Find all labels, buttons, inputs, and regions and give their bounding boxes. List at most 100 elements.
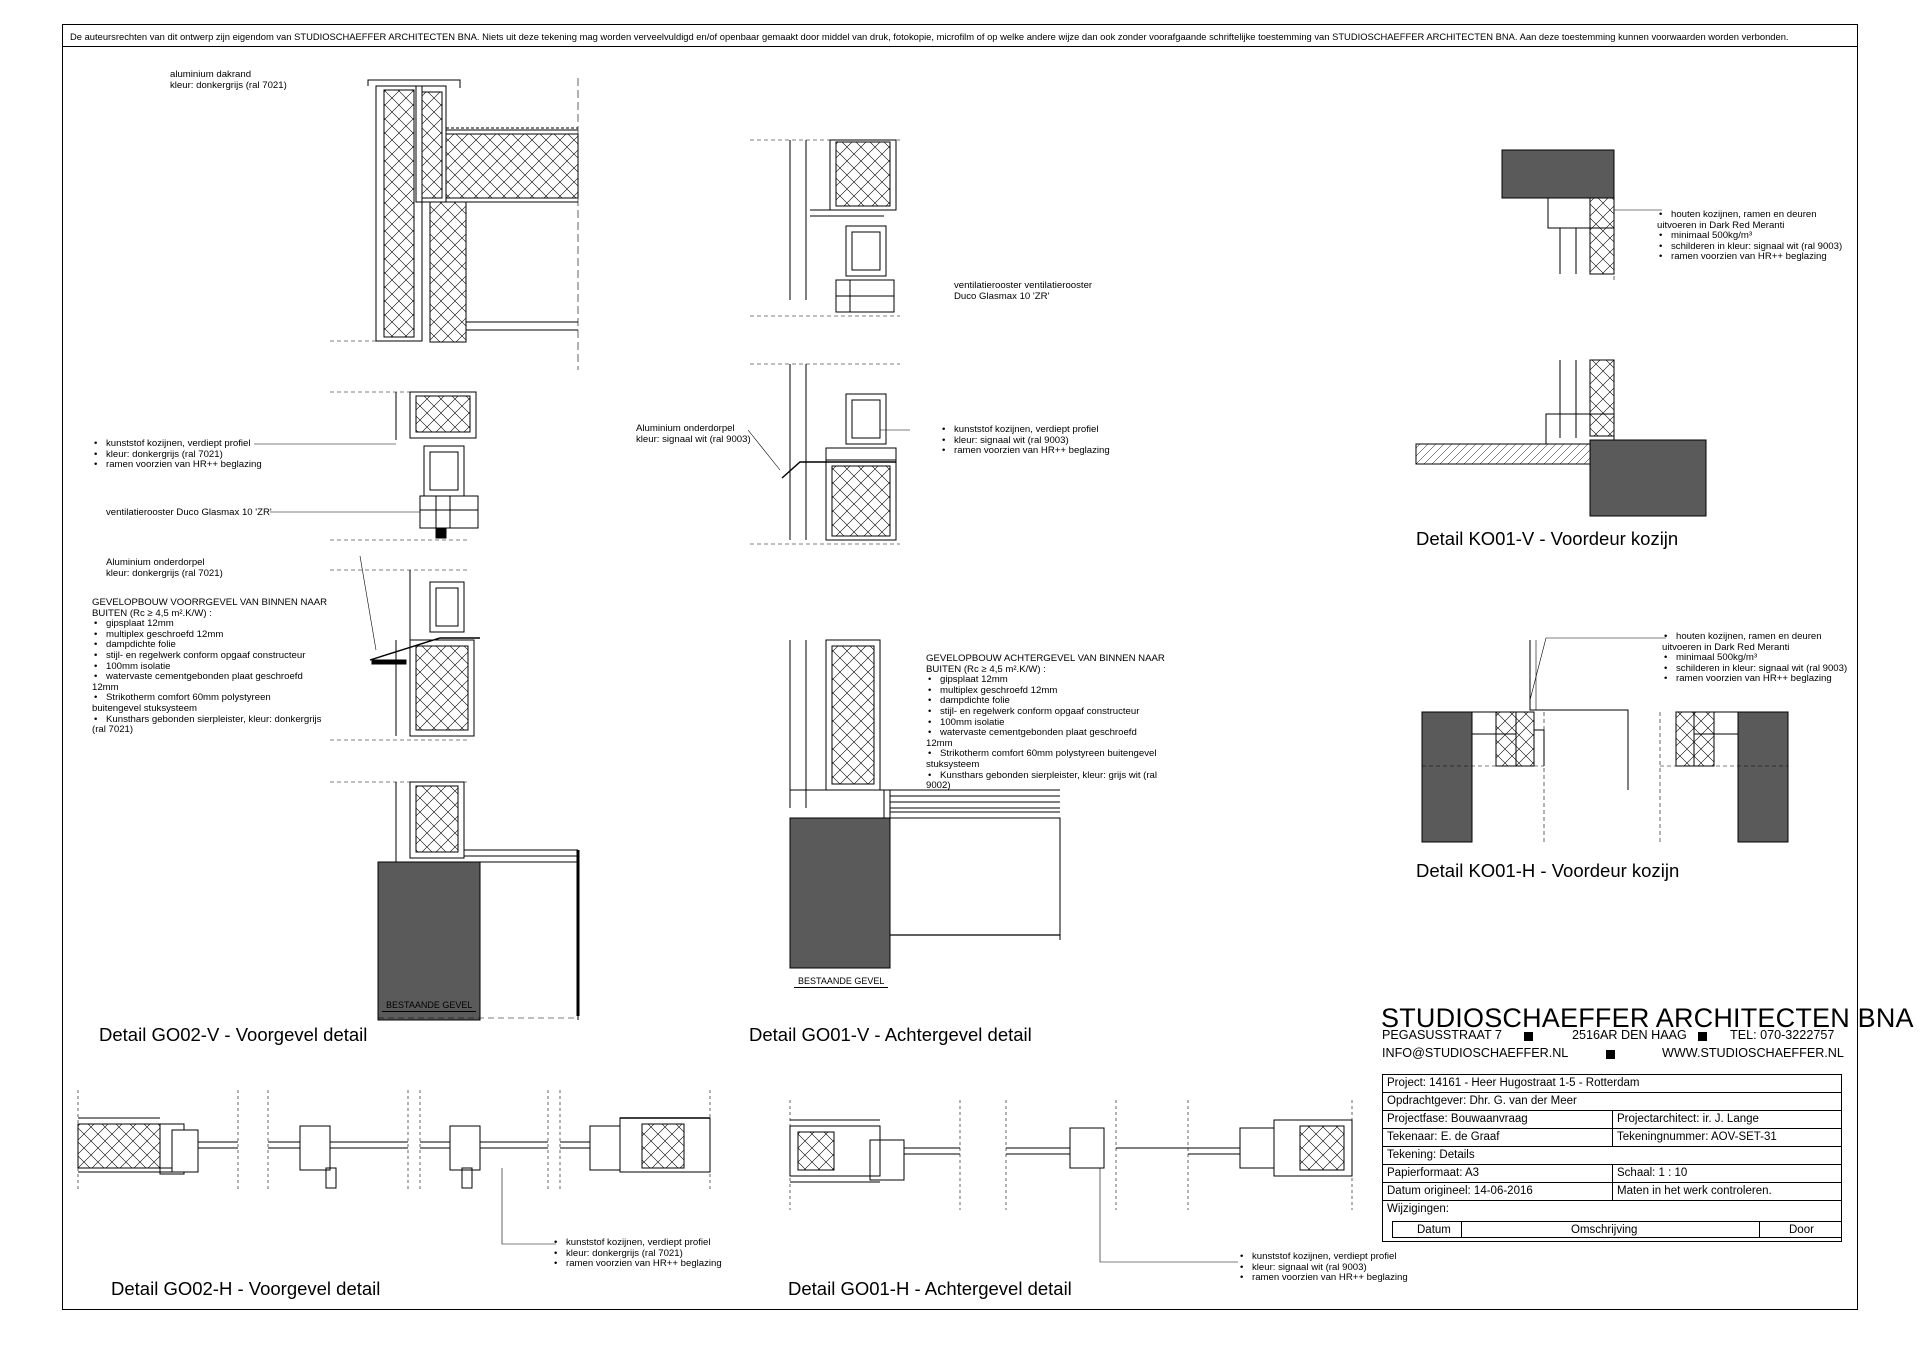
tb-row-wijzigingen: Wijzigingen:: [1382, 1200, 1842, 1218]
note-go01v-rooster: ventilatierooster ventilatierooster Duco…: [954, 280, 1093, 302]
section-go02v-top: [330, 78, 579, 370]
note-item: kunststof kozijnen, verdiept profiel: [92, 438, 262, 450]
note-line: Duco Glasmax 10 'ZR': [954, 290, 1050, 302]
note-item: kleur: donkergrijs (ral 7021): [552, 1248, 722, 1260]
title-ko01v: Detail KO01-V - Voordeur kozijn: [1416, 528, 1679, 549]
note-item: minimaal 500kg/m³: [1662, 653, 1862, 664]
note-item: ramen voorzien van HR++ beglazing: [1238, 1273, 1408, 1284]
note-item: houten kozijnen, ramen en deuren uitvoer…: [1662, 631, 1862, 653]
col-omschrijving: Omschrijving: [1571, 1224, 1638, 1236]
note-item: Kunsthars gebonden sierpleister, kleur: …: [92, 714, 322, 736]
section-go01h: [789, 1100, 1353, 1263]
note-item: ramen voorzien van HR++ beglazing: [940, 446, 1110, 457]
note-heading: BUITEN (Rc ≥ 4,5 m².K/W) :: [926, 663, 1046, 675]
tb-schaal: Schaal: 1 : 10: [1617, 1167, 1688, 1179]
note-item: ramen voorzien van HR++ beglazing: [92, 460, 262, 471]
note-item: multiplex geschroefd 12mm: [92, 629, 322, 641]
note-line: ventilatierooster ventilatierooster: [954, 280, 1093, 291]
note-item: Strikotherm comfort 60mm polystyreen bui…: [92, 692, 322, 714]
tag-bestaande-gevel-go02v: BESTAANDE GEVEL: [382, 1000, 477, 1012]
note-item: kleur: signaal wit (ral 9003): [1238, 1262, 1408, 1274]
tb-tekeningnummer: Tekeningnummer: AOV-SET-31: [1617, 1131, 1777, 1143]
note-line: Aluminium onderdorpel: [106, 557, 205, 568]
note-item: kunststof kozijnen, verdiept profiel: [1238, 1251, 1408, 1263]
note-go02v-rooster: ventilatierooster Duco Glasmax 10 'ZR': [106, 507, 272, 518]
firm-email: INFO@STUDIOSCHAEFFER.NL: [1382, 1046, 1569, 1060]
note-item: dampdichte folie: [926, 696, 1166, 707]
note-item: ramen voorzien van HR++ beglazing: [1662, 674, 1862, 685]
note-heading: GEVELOPBOUW ACHTERGEVEL VAN BINNEN NAAR: [926, 653, 1165, 664]
section-ko01h: [1421, 640, 1789, 843]
title-go01h: Detail GO01-H - Achtergevel detail: [788, 1278, 1072, 1299]
note-item: kunststof kozijnen, verdiept profiel: [940, 424, 1110, 436]
tb-datum: Datum origineel: 14-06-2016: [1387, 1185, 1533, 1197]
note-item: schilderen in kleur: signaal wit (ral 90…: [1662, 663, 1862, 675]
note-item: Strikotherm comfort 60mm polystyreen bui…: [926, 748, 1166, 770]
note-item: watervaste cementgebonden plaat geschroe…: [926, 727, 1166, 749]
separator-square: [1606, 1050, 1615, 1059]
title-go01v: Detail GO01-V - Achtergevel detail: [749, 1024, 1032, 1045]
leader-lines: [254, 209, 1666, 701]
note-item: 100mm isolatie: [92, 661, 322, 673]
tb-tekenaar: Tekenaar: E. de Graaf: [1387, 1131, 1500, 1143]
note-ko01h: houten kozijnen, ramen en deuren uitvoer…: [1662, 631, 1862, 685]
section-go02v-window-top: [330, 391, 479, 541]
section-go01v-bottom: [789, 639, 1061, 969]
note-go01v-dorpel: Aluminium onderdorpel kleur: signaal wit…: [636, 423, 751, 445]
tb-row-datum: Datum origineel: 14-06-2016 Maten in het …: [1382, 1182, 1842, 1200]
note-heading: BUITEN (Rc ≥ 4,5 m².K/W) :: [92, 607, 212, 619]
note-item: 100mm isolatie: [926, 717, 1166, 729]
col-door: Door: [1789, 1224, 1814, 1236]
copyright-divider: [62, 46, 1858, 47]
note-item: stijl- en regelwerk conform opgaaf const…: [92, 650, 322, 662]
revision-table-header: Datum Omschrijving Door: [1392, 1221, 1842, 1238]
note-item: ramen voorzien van HR++ beglazing: [552, 1259, 722, 1270]
note-item: kleur: signaal wit (ral 9003): [940, 435, 1110, 447]
firm-tel: TEL: 070-3222757: [1730, 1028, 1835, 1042]
note-go02v-dorpel: Aluminium onderdorpel kleur: donkergrijs…: [106, 557, 223, 579]
note-go02v-gevelopbouw: GEVELOPBOUW VOORRGEVEL VAN BINNEN NAAR B…: [92, 597, 328, 736]
firm-city: 2516AR DEN HAAG: [1572, 1028, 1687, 1042]
note-ko01v: houten kozijnen, ramen en deuren uitvoer…: [1657, 209, 1847, 263]
tb-row-tekening: Tekening: Details: [1382, 1146, 1842, 1164]
tb-row-tekenaar: Tekenaar: E. de Graaf Tekeningnummer: AOV…: [1382, 1128, 1842, 1146]
tb-papierformaat: Papierformaat: A3: [1387, 1167, 1480, 1179]
tb-tekening: Tekening: Details: [1387, 1149, 1475, 1161]
section-go02v-foot: [330, 781, 580, 1021]
section-ko01v: [1415, 149, 1707, 517]
tag-bestaande-gevel-go01v: BESTAANDE GEVEL: [794, 976, 889, 988]
note-item: ramen voorzien van HR++ beglazing: [1657, 252, 1847, 263]
tb-wijzigingen: Wijzigingen:: [1387, 1203, 1449, 1215]
note-line: Aluminium onderdorpel: [636, 423, 735, 434]
firm-website: WWW.STUDIOSCHAEFFER.NL: [1662, 1046, 1844, 1060]
note-go02h: kunststof kozijnen, verdiept profiel kle…: [552, 1237, 722, 1270]
firm-street: PEGASUSSTRAAT 7: [1382, 1028, 1502, 1042]
title-go02v: Detail GO02-V - Voorgevel detail: [99, 1024, 368, 1045]
note-go02v-kozijn: kunststof kozijnen, verdiept profiel kle…: [92, 438, 262, 471]
note-go01h: kunststof kozijnen, verdiept profiel kle…: [1238, 1251, 1408, 1284]
note-heading: GEVELOPBOUW VOORRGEVEL VAN BINNEN NAAR: [92, 597, 328, 608]
section-go02h: [77, 1090, 711, 1245]
note-item: gipsplaat 12mm: [926, 675, 1166, 686]
section-go01v-top: [750, 139, 900, 317]
section-go01v-mid: [750, 363, 900, 545]
note-item: kunststof kozijnen, verdiept profiel: [552, 1237, 722, 1249]
tb-project: Project: 14161 - Heer Hugostraat 1-5 - R…: [1387, 1077, 1640, 1089]
section-go02v-window-bottom: [330, 569, 480, 741]
note-item: dampdichte folie: [92, 640, 322, 651]
col-datum: Datum: [1417, 1224, 1451, 1236]
tb-projectfase: Projectfase: Bouwaanvraag: [1387, 1113, 1528, 1125]
note-go01v-gevelopbouw: GEVELOPBOUW ACHTERGEVEL VAN BINNEN NAAR …: [926, 653, 1166, 792]
note-item: minimaal 500kg/m³: [1657, 231, 1847, 242]
tb-row-project: Project: 14161 - Heer Hugostraat 1-5 - R…: [1382, 1074, 1842, 1092]
note-item: kleur: donkergrijs (ral 7021): [92, 449, 262, 461]
tb-row-papier: Papierformaat: A3 Schaal: 1 : 10: [1382, 1164, 1842, 1182]
tb-maten: Maten in het werk controleren.: [1617, 1185, 1772, 1197]
tb-projectarchitect: Projectarchitect: ir. J. Lange: [1617, 1113, 1759, 1125]
note-item: watervaste cementgebonden plaat geschroe…: [92, 671, 322, 693]
note-item: gipsplaat 12mm: [92, 619, 322, 630]
note-item: multiplex geschroefd 12mm: [926, 685, 1166, 697]
note-line: kleur: donkergrijs (ral 7021): [170, 79, 287, 91]
firm-name: STUDIOSCHAEFFER ARCHITECTEN BNA: [1381, 1003, 1914, 1033]
title-block: Project: 14161 - Heer Hugostraat 1-5 - R…: [1382, 1074, 1842, 1218]
